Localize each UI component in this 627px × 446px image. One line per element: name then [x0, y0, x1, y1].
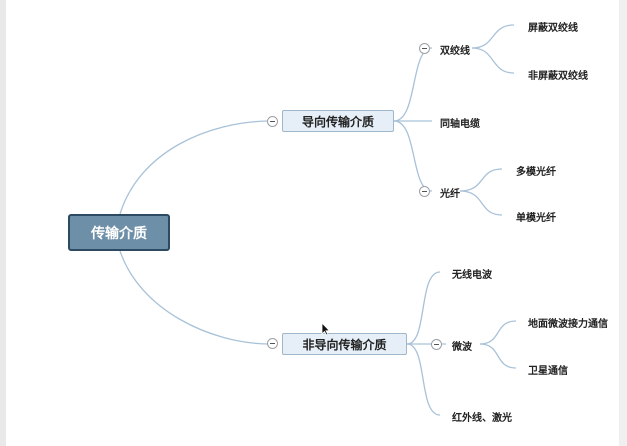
collapse-toggle-icon[interactable]	[431, 339, 442, 350]
left-window-edge	[0, 0, 6, 446]
microwave-label[interactable]: 微波	[452, 342, 472, 353]
connector-twisted-shielded	[471, 24, 515, 49]
coaxial-cable-label[interactable]: 同轴电缆	[440, 119, 480, 130]
connector-unguided-radio	[406, 271, 441, 345]
collapse-toggle-icon[interactable]	[419, 186, 430, 197]
terrestrial-microwave-label[interactable]: 地面微波接力通信	[528, 319, 608, 330]
collapse-toggle-icon[interactable]	[267, 116, 278, 127]
unguided-media-label: 非导向传输介质	[302, 337, 387, 352]
root-label: 传输介质	[91, 225, 147, 242]
infrared-laser-label[interactable]: 红外线、激光	[452, 413, 512, 424]
connector-guided-twisted	[393, 47, 433, 122]
connector-twisted-unshielded	[471, 47, 515, 74]
twisted-pair-label[interactable]: 双绞线	[440, 46, 470, 57]
connector-unguided-infrared	[406, 343, 441, 416]
right-scrollbar-edge[interactable]	[619, 0, 627, 446]
guided-media-label: 导向传输介质	[301, 114, 374, 129]
connector-fiber-multimode	[459, 168, 503, 192]
connector-guided-fiber	[393, 120, 433, 192]
unshielded-twisted-pair-label[interactable]: 非屏蔽双绞线	[528, 71, 588, 82]
collapse-toggle-icon[interactable]	[419, 43, 430, 54]
guided-media-node[interactable]: 导向传输介质	[282, 110, 394, 132]
mouse-cursor-icon	[321, 322, 331, 336]
unguided-media-node[interactable]: 非导向传输介质	[282, 333, 407, 355]
connector-microwave-satellite	[479, 343, 517, 369]
optical-fiber-label[interactable]: 光纤	[440, 189, 460, 200]
satellite-communication-label[interactable]: 卫星通信	[528, 366, 568, 377]
connector-root-unguided	[119, 250, 269, 345]
singlemode-fiber-label[interactable]: 单模光纤	[516, 213, 556, 224]
collapse-toggle-icon[interactable]	[267, 338, 278, 349]
connector-fiber-singlemode	[459, 190, 503, 216]
radio-waves-label[interactable]: 无线电波	[452, 270, 492, 281]
multimode-fiber-label[interactable]: 多模光纤	[516, 167, 556, 178]
connector-root-guided	[119, 120, 269, 215]
connector-microwave-terrestrial	[479, 320, 517, 345]
shielded-twisted-pair-label[interactable]: 屏蔽双绞线	[528, 23, 578, 34]
root-node[interactable]: 传输介质	[68, 214, 170, 251]
